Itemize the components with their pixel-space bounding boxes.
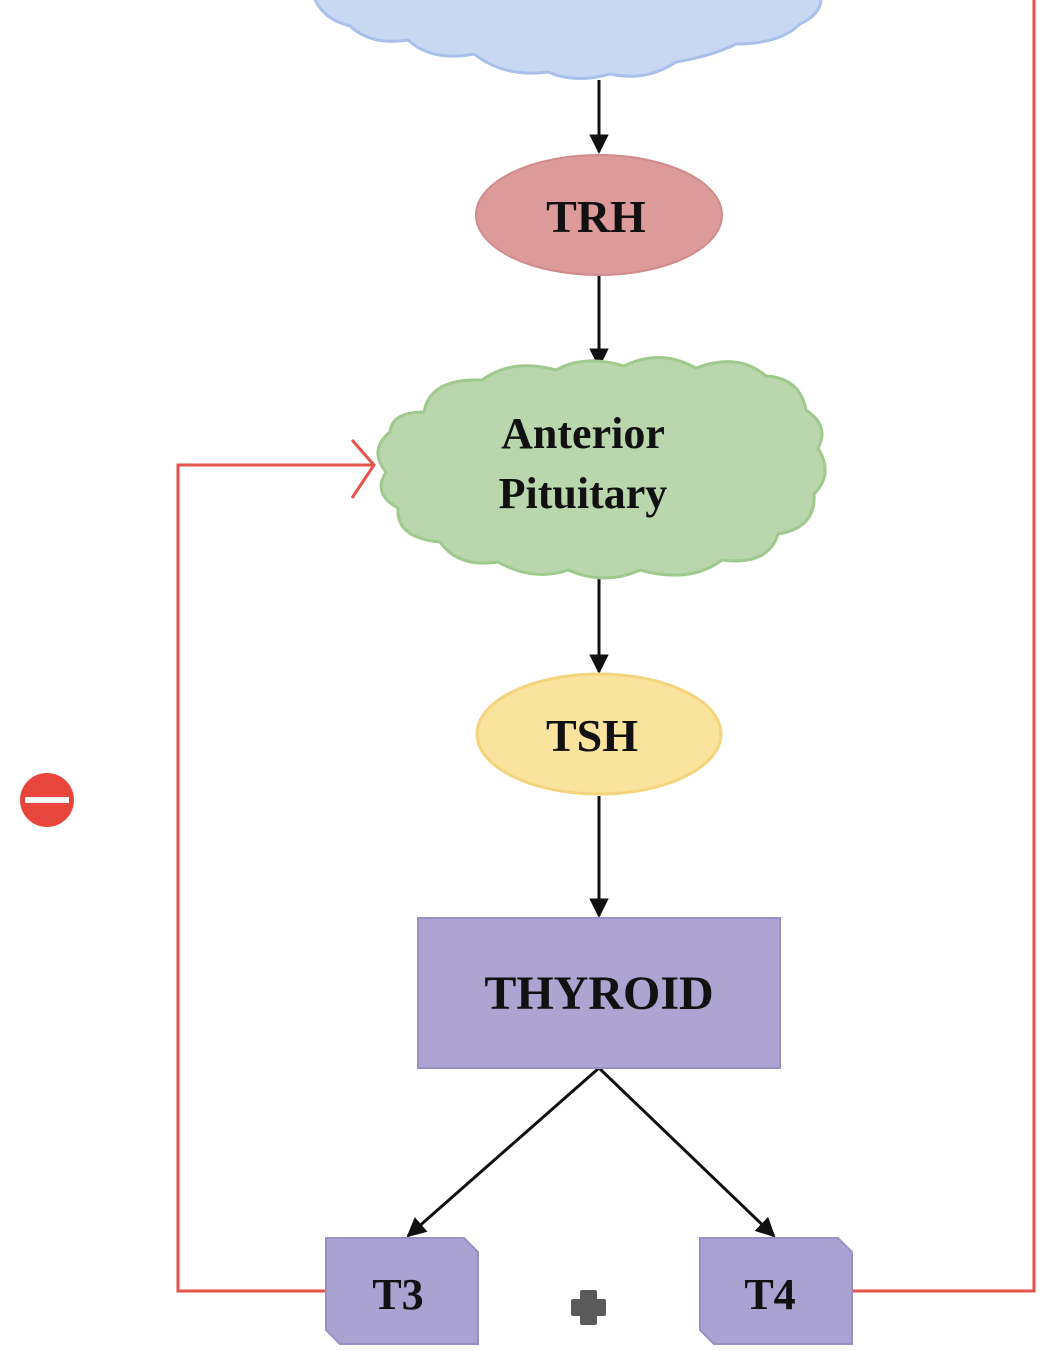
t3-node: T3 — [325, 1237, 479, 1345]
plus-icon — [571, 1290, 606, 1325]
pituitary-label-line1: Anterior — [501, 409, 665, 458]
arrow-thyroid-to-t4 — [597, 1066, 776, 1238]
t3-feedback-line — [176, 463, 372, 1293]
flow-arrows — [406, 80, 776, 1238]
pituitary-label-line2: Pituitary — [499, 469, 668, 518]
tsh-label: TSH — [546, 710, 638, 761]
tsh-node: TSH — [475, 672, 723, 796]
t4-label: T4 — [744, 1270, 795, 1319]
t4-feedback-line — [852, 0, 1036, 1293]
negative-feedback-lines — [176, 0, 1036, 1293]
trh-label: TRH — [546, 191, 646, 242]
t3-label: T3 — [372, 1270, 423, 1319]
minus-icon — [20, 773, 74, 827]
t3-feedback-arrowhead — [350, 439, 376, 499]
thyroid-label: THYROID — [484, 967, 713, 1020]
hypothalamus-cloud — [313, 0, 823, 81]
thyroid-node: THYROID — [417, 917, 781, 1069]
arrow-thyroid-to-t3 — [406, 1066, 600, 1238]
trh-node: TRH — [475, 154, 723, 276]
t4-node: T4 — [699, 1237, 853, 1345]
anterior-pituitary-node: Anterior Pituitary — [376, 356, 827, 580]
